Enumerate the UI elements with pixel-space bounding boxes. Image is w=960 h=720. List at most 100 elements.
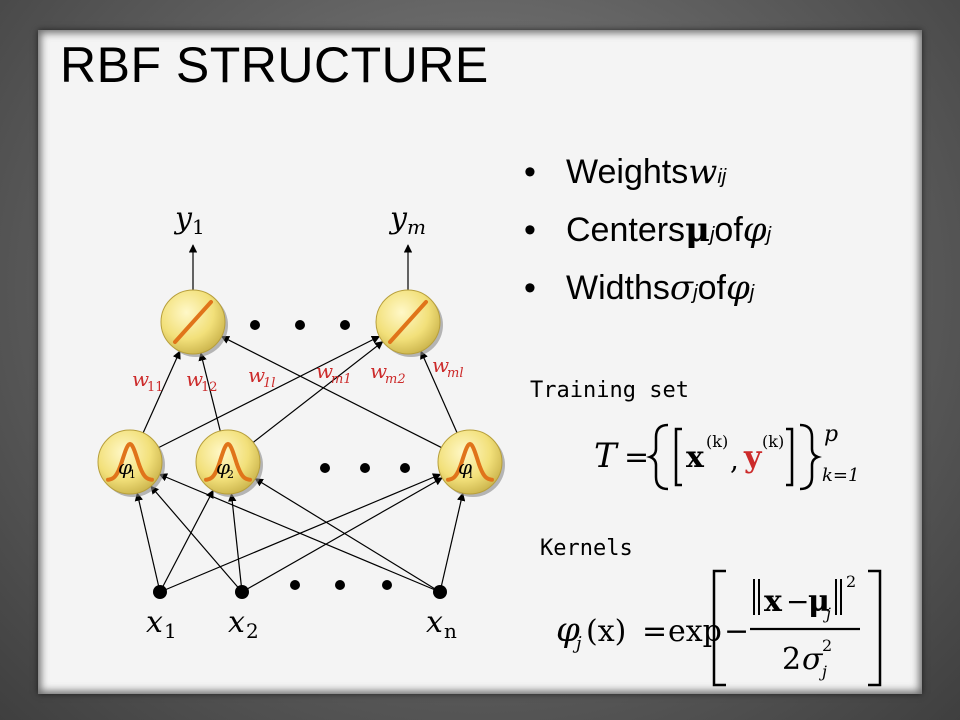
lower-limit: k=1 xyxy=(822,465,859,486)
edge-input-1-hidden-1 xyxy=(134,492,161,593)
kernel-equals: = xyxy=(642,614,667,649)
output-label-2: y xyxy=(388,201,408,236)
input-label-2: x xyxy=(228,605,245,640)
ellipsis-dot-1-2 xyxy=(295,320,305,330)
inner-paren-left xyxy=(674,427,682,487)
x-vector: x xyxy=(686,440,705,475)
x-superscript: (k) xyxy=(706,432,728,451)
kernel-two: 2 xyxy=(782,642,801,677)
edge-input-2-hidden-1 xyxy=(150,485,243,593)
weight-label-11: w xyxy=(132,367,149,391)
kernel-formula: φ j (x) = exp − x − μ j 2 2 σ j 2 xyxy=(556,569,882,687)
edge-input-2-hidden-3 xyxy=(241,477,443,593)
outer-brace-right xyxy=(799,423,822,491)
edge-input-1-hidden-2 xyxy=(159,489,214,593)
hidden-node-label-3: φ xyxy=(458,455,472,479)
ellipsis-dot-2-3 xyxy=(400,463,410,473)
weight-label-sub-12: 12 xyxy=(201,380,218,395)
weight-label-sub-11: 11 xyxy=(147,380,164,395)
inner-paren-right xyxy=(786,427,794,487)
input-label-1: x xyxy=(146,605,163,640)
ellipsis-dot-1-1 xyxy=(250,320,260,330)
hidden-node-label-2: φ xyxy=(216,455,230,479)
kernel-mu-sub: j xyxy=(823,604,831,623)
hidden-node-sub-3: l xyxy=(469,468,473,481)
edge-input-3-hidden-2 xyxy=(254,478,441,593)
kernel-mu: μ xyxy=(808,584,830,619)
weight-label-sub-m1: m1 xyxy=(331,372,352,387)
hidden-node-sub-1: 1 xyxy=(129,468,136,481)
y-superscript: (k) xyxy=(762,432,784,451)
edge-input-2-hidden-2 xyxy=(228,492,243,593)
ellipsis-dot-3-3 xyxy=(382,580,392,590)
slide-canvas xyxy=(38,30,922,694)
hidden-node-sub-2: 2 xyxy=(227,468,234,481)
kernel-inner-minus: − xyxy=(786,585,809,618)
weight-label-1l: w xyxy=(248,363,265,387)
gaussian-activation-icon xyxy=(446,441,494,482)
gaussian-activation-icon xyxy=(106,441,154,482)
training-set-symbol: T xyxy=(594,436,619,476)
weight-label-m2: w xyxy=(370,359,387,383)
edge-input-3-hidden-3 xyxy=(439,492,466,593)
ellipsis-dot-2-2 xyxy=(360,463,370,473)
kernel-x: x xyxy=(764,584,783,619)
kernel-phi: φ xyxy=(556,610,580,650)
edge-hidden-2-output-1 xyxy=(198,352,221,432)
output-label-sub-1: 1 xyxy=(192,215,205,239)
weight-label-ml: w xyxy=(432,353,449,377)
input-node-1 xyxy=(153,585,167,599)
y-vector: y xyxy=(743,440,763,475)
outer-brace-left xyxy=(646,423,669,491)
edge-hidden-1-output-1 xyxy=(142,350,181,434)
kernel-minus: − xyxy=(724,614,749,649)
kernel-sigma-square: 2 xyxy=(822,636,832,655)
training-set-label: Training set xyxy=(530,378,689,403)
input-node-2 xyxy=(235,585,249,599)
network-nodes xyxy=(97,289,505,599)
hidden-node-label-1: φ xyxy=(118,455,132,479)
output-label-sub-2: m xyxy=(407,215,426,239)
kernel-norm-square: 2 xyxy=(846,572,856,591)
output-label-1: y xyxy=(173,201,193,236)
kernels-label: Kernels xyxy=(540,536,633,561)
linear-activation-icon xyxy=(388,300,428,344)
network-edges xyxy=(134,244,466,593)
input-label-sub-1: 1 xyxy=(164,619,177,643)
ellipsis-dot-1-3 xyxy=(340,320,350,330)
weight-label-12: w xyxy=(186,367,203,391)
ellipsis-dot-3-1 xyxy=(290,580,300,590)
linear-activation-icon xyxy=(173,300,213,344)
equals-sign: = xyxy=(624,440,649,475)
training-set-formula: T = x (k) , y (k) p k=1 xyxy=(594,422,859,491)
edge-hidden-2-output-2 xyxy=(252,341,384,443)
kernel-phi-sub: j xyxy=(572,633,582,654)
input-label-3: x xyxy=(426,605,443,640)
upper-limit: p xyxy=(824,422,838,447)
slide-title: RBF STRUCTURE xyxy=(60,37,489,93)
ellipsis-dot-3-2 xyxy=(335,580,345,590)
weight-label-sub-ml: ml xyxy=(447,366,464,381)
input-node-3 xyxy=(433,585,447,599)
ellipsis-dot-2-1 xyxy=(320,463,330,473)
kernel-sigma: σ xyxy=(802,642,824,677)
edge-hidden-3-output-1 xyxy=(220,335,442,449)
edge-hidden-1-output-2 xyxy=(158,335,381,449)
edge-input-3-hidden-1 xyxy=(158,473,441,593)
comma: , xyxy=(730,443,739,476)
weight-label-sub-1l: 1l xyxy=(263,376,275,391)
weight-label-sub-m2: m2 xyxy=(385,372,406,387)
weight-label-m1: w xyxy=(316,359,333,383)
edge-hidden-3-output-2 xyxy=(420,350,458,433)
bracket-left xyxy=(712,569,726,687)
gaussian-activation-icon xyxy=(204,441,252,482)
kernel-argument: (x) xyxy=(586,614,626,649)
kernel-sigma-sub: j xyxy=(819,662,827,681)
